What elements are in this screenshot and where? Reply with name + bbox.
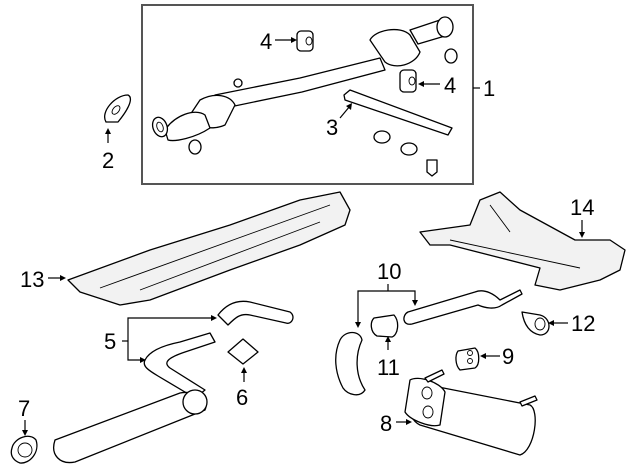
nut (400, 142, 418, 156)
callout-5: 5 (104, 329, 116, 354)
bracket-7 (227, 338, 259, 365)
nut (444, 48, 458, 64)
callout-10: 10 (377, 259, 401, 284)
hanger-12 (521, 311, 550, 336)
insulator-4-upper (296, 30, 314, 52)
gasket-2 (104, 94, 132, 123)
callout-9: 9 (502, 344, 514, 369)
tail-pipe-10-upper (403, 289, 523, 325)
tail-pipe-10-lower (335, 331, 366, 396)
gasket-6 (10, 435, 38, 464)
front-pipe-assembly (151, 16, 454, 142)
nut (188, 139, 202, 155)
callout-13: 13 (20, 267, 44, 292)
bracket-3 (343, 89, 453, 136)
callout-1: 1 (483, 76, 495, 101)
clamp-11 (370, 314, 399, 338)
callout-11: 11 (377, 355, 400, 380)
crossmember-14 (419, 191, 626, 291)
callout-2: 2 (102, 148, 114, 173)
callout-12: 12 (571, 311, 595, 336)
bolt (426, 159, 438, 177)
callout-4-lower: 4 (444, 73, 456, 98)
nut (373, 130, 391, 144)
pipe-5-lower (143, 332, 216, 399)
insulator-9 (455, 347, 480, 371)
callout-8: 8 (380, 411, 392, 436)
callout-6: 7 (18, 396, 30, 421)
callout-3: 3 (326, 115, 338, 140)
callout-14: 14 (570, 195, 594, 220)
insulator-4-lower (399, 69, 417, 93)
callout-4-upper: 4 (260, 29, 272, 54)
pipe-5-upper (217, 300, 294, 326)
callout-7: 6 (236, 385, 248, 410)
muffler-8 (404, 369, 538, 456)
assembly-1-box (141, 4, 474, 185)
